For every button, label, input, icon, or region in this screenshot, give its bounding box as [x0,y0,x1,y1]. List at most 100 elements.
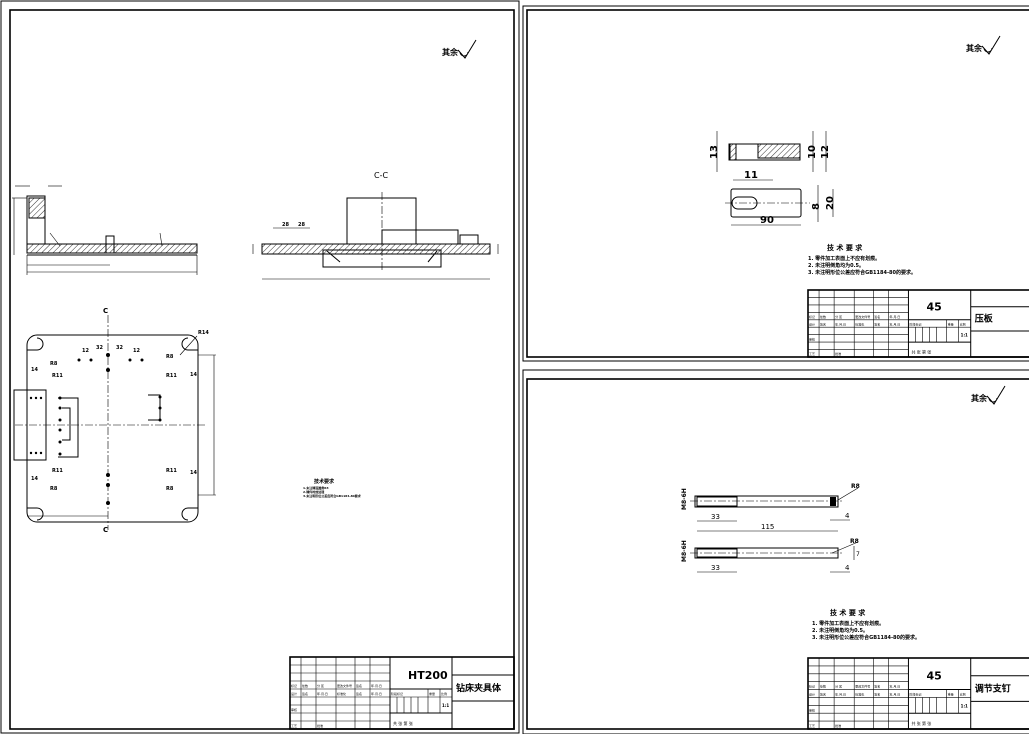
tech-item: 3.未注明形位公差应符合GB1184-80要求 [303,493,362,498]
sheet-border [0,0,520,734]
dim-label: 115 [761,523,774,531]
title-block-label: 标记 [809,314,815,319]
dim-label: R8 [166,354,174,360]
tech-item: 2. 未注明倒角均为0.5。 [808,262,864,269]
title-block-label: 标准化 [855,691,864,696]
title-block-label: 年.月.日 [371,683,382,688]
dim-label: 12 [820,145,831,159]
scale-value: 1:1 [961,333,968,338]
roughness-label: 其余 [966,43,983,53]
roughness-symbol: 其余 [971,385,1006,405]
title-block-label: 处数 [302,683,308,688]
title-block-label: 年.月.日 [371,691,382,696]
dim-label: 12 [82,348,89,354]
dim-label: R11 [52,373,63,379]
adjusting-pin-views: R8 33 115 4 M8-6H R8 7 33 4 M8-6H [681,483,860,573]
title-block-label: 批准 [835,723,841,728]
dim-label: R8 [851,483,860,490]
scale-value: 1:1 [442,703,449,708]
sheet-count: 共 张 第 张 [393,720,413,726]
dim-label: R11 [166,373,177,379]
title-block-label: 批准 [317,723,323,728]
dim-label: M8-6H [681,540,688,562]
title-block-label: 更改文件号 [337,683,352,688]
title-block-label: 阶段标记 [909,321,921,326]
tech-requirements: 技 术 要 求 1. 零件加工表面上不应有划痕。 2. 未注明倒角均为0.5。 … [812,608,920,641]
section-view-c-c: C-C 28 28 [252,171,499,280]
sheet-top-right: 其余 13 10 12 11 8 20 90 技 术 要 求 [522,5,1029,362]
title-block-label: 年.月.日 [889,691,900,696]
dim-label: 14 [31,367,38,373]
title-block-label: 工艺 [809,351,815,356]
title-block-label: 审核 [809,707,815,712]
roughness-check-icon [986,385,1006,405]
dim-label: 20 [825,196,836,210]
material-label: HT200 [408,669,448,682]
tech-item: 3. 未注明形位公差应符合GB1184-80的要求。 [808,269,916,276]
title-block-label: 批准 [835,351,841,356]
title-block-label: 分 区 [317,683,324,688]
title-block-label: 签名 [356,691,362,696]
dim-label: 90 [760,215,774,226]
section-label: C-C [374,171,388,180]
title-block-label: 年.月.日 [889,314,900,319]
title-block-label: 标准化 [337,691,346,696]
title-block-label: 工艺 [291,723,297,728]
dim-label: 33 [711,564,720,572]
tech-item: 3. 未注明形位公差应符合GB1184-80的要求。 [812,634,920,641]
dim-label: R14 [198,330,209,336]
part-name: 压板 [975,313,994,325]
title-block-label: 年.月.日 [317,691,328,696]
dim-label: 32 [116,345,123,351]
title-block-label: 审核 [809,336,815,341]
title-block-label: 阶段标记 [909,691,921,696]
title-block-label: 年.月.日 [889,684,900,689]
dim-label: 8 [811,203,822,210]
dim-label: 12 [133,348,140,354]
title-block-label: 分 区 [835,684,842,689]
sheet-count: 共 张 第 张 [911,720,931,726]
part-name: 钻床夹具体 [456,682,502,694]
tech-title: 技 术 要 求 [830,608,866,617]
tech-requirements: 技 术 要 求 1. 零件加工表面上不应有划痕。 2. 未注明倒角均为0.5。 … [808,243,916,276]
title-block-label: 签名 [302,691,308,696]
title-block-label: 年.月.日 [889,321,900,326]
dim-label: 10 [807,145,818,159]
section-mark: C [103,526,108,534]
drawing-frame [526,378,1029,730]
title-block-label: 标记 [809,684,815,689]
tech-requirements: 技术要求 1.未注铸造圆角R3 2.铸件时效处理 3.未注明形位公差应符合GB1… [303,478,362,498]
drawing-frame [9,9,515,730]
title-block-label: 工艺 [809,723,815,728]
roughness-label: 其余 [971,393,988,403]
roughness-check-icon [457,39,477,59]
dim-label: R8 [850,538,859,545]
title-block-label: 分 区 [835,314,842,319]
title-block-label: 年.月.日 [835,691,846,696]
dim-label: M8-6H [681,488,688,510]
tech-item: 1. 零件加工表面上不应有划痕。 [812,620,884,627]
roughness-check-icon [981,35,1001,55]
title-block: 标记处数分 区更改文件号签名年.月.日设计签名年.月.日标准化签名年.月.日审核… [807,289,1029,358]
title-block-label: 处数 [820,684,826,689]
title-block-label: 设计 [291,691,297,696]
title-block-label: 签名 [874,684,880,689]
title-block-label: 重量 [429,691,435,696]
roughness-symbol: 其余 [966,35,1001,55]
title-block-label: 签名 [874,691,880,696]
dim-label: 4 [845,512,850,520]
dim-label: R8 [50,486,58,492]
title-block-label: 签名 [874,314,880,319]
sheet-count: 共 张 第 张 [911,348,931,354]
dim-label: 11 [744,170,758,181]
title-block-label: 审核 [291,707,297,712]
side-view [12,185,198,275]
dim-label: 14 [190,470,197,476]
dim-label: 28 [282,222,289,228]
title-block-label: 比例 [441,691,447,696]
title-block-label: 处数 [820,314,826,319]
roughness-label: 其余 [442,47,459,57]
dim-label: R11 [52,468,63,474]
title-block-label: 签名 [820,321,826,326]
